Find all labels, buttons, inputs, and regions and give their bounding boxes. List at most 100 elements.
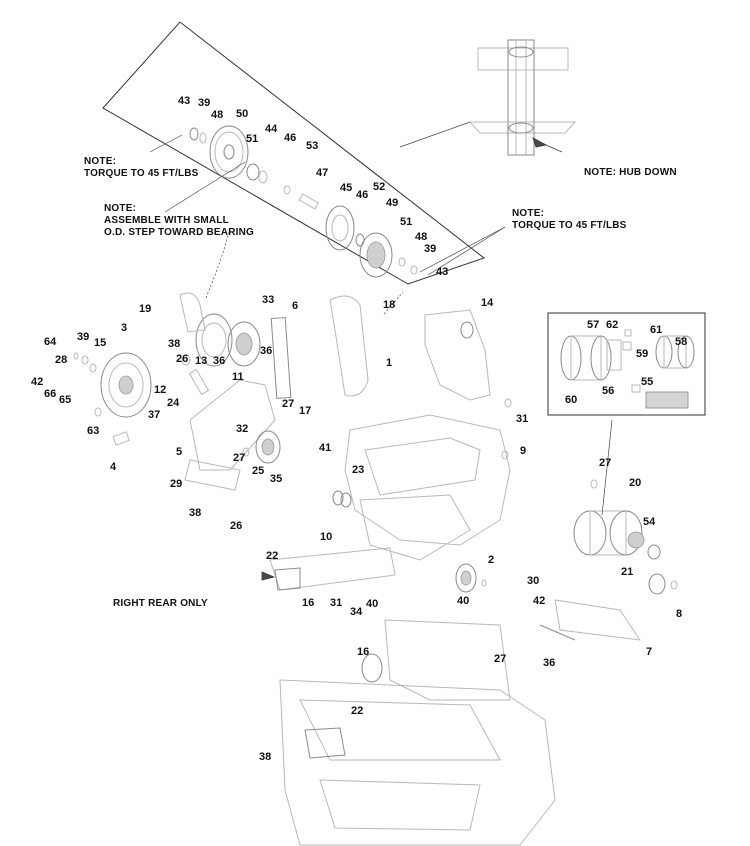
callout: 28 [55, 354, 67, 366]
callout: 56 [602, 385, 614, 397]
callout: 7 [646, 646, 652, 658]
callout: 54 [643, 516, 656, 528]
callout: 59 [636, 348, 648, 360]
callout: 22 [351, 705, 363, 717]
callout: 24 [167, 397, 180, 409]
callout: 35 [270, 473, 282, 485]
callout: 1 [386, 357, 392, 369]
note-heading: NOTE: [512, 208, 545, 219]
callout: 15 [94, 337, 106, 349]
callout: 8 [676, 608, 682, 620]
callout-labels: 43 39 48 50 51 44 46 53 47 45 46 52 49 5… [31, 95, 687, 763]
callout: 32 [236, 423, 248, 435]
note-text: TORQUE TO 45 FT/LBS [84, 168, 199, 179]
shaft-parts [189, 127, 418, 278]
callout: 23 [352, 464, 364, 476]
callout: 6 [292, 300, 298, 312]
note-heading: NOTE: [84, 156, 117, 167]
callout: 65 [59, 394, 71, 406]
callout: 58 [675, 336, 687, 348]
callout: 48 [415, 231, 427, 243]
callout: 36 [260, 345, 272, 357]
callout: 27 [282, 398, 294, 410]
callout: 2 [488, 554, 494, 566]
motor-21 [573, 419, 678, 595]
callout: 30 [527, 575, 539, 587]
callout: 36 [213, 355, 225, 367]
callout: 48 [211, 109, 223, 121]
callout: 57 [587, 319, 599, 331]
callout: 38 [189, 507, 201, 519]
callout: 13 [195, 355, 207, 367]
callout: 27 [233, 452, 245, 464]
hub-detail [468, 39, 577, 156]
callout: 40 [457, 595, 469, 607]
cable-assembly [539, 599, 642, 641]
motor-exploded-inset [547, 312, 706, 416]
note-text: ASSEMBLE WITH SMALL [104, 215, 229, 226]
callout: 4 [110, 461, 117, 473]
callout: 33 [262, 294, 274, 306]
note-assemble: NOTE: ASSEMBLE WITH SMALL O.D. STEP TOWA… [104, 203, 254, 239]
callout: 61 [650, 324, 662, 336]
callout: 47 [316, 167, 328, 179]
note-hub-down: NOTE: HUB DOWN [584, 167, 677, 178]
lower-frame-bar [261, 547, 396, 591]
note-text: O.D. STEP TOWARD BEARING [104, 227, 255, 238]
callout: 45 [340, 182, 352, 194]
callout: 62 [606, 319, 618, 331]
callout: 63 [87, 425, 99, 437]
callout: 25 [252, 465, 264, 477]
callout: 38 [259, 751, 271, 763]
callout: 16 [357, 646, 369, 658]
callout: 39 [198, 97, 210, 109]
pulley-50 [209, 125, 249, 179]
belt-guard [270, 295, 369, 399]
callout: 38 [168, 338, 180, 350]
note-leaders [149, 134, 563, 315]
callout: 27 [494, 653, 506, 665]
callout: 3 [121, 322, 127, 334]
callout: 27 [599, 457, 611, 469]
callout: 55 [641, 376, 653, 388]
callout: 43 [436, 266, 448, 278]
callout: 31 [516, 413, 528, 425]
callout: 19 [139, 303, 151, 315]
chassis-frame [279, 619, 556, 846]
callout: 12 [154, 384, 166, 396]
note-heading: NOTE: [104, 203, 137, 214]
callout: 43 [178, 95, 190, 107]
callout: 46 [356, 189, 368, 201]
callout: 46 [284, 132, 296, 144]
callout: 10 [320, 531, 332, 543]
note-torque-right: NOTE: TORQUE TO 45 FT/LBS [512, 208, 627, 232]
callout: 16 [302, 597, 314, 609]
callout: 42 [533, 595, 545, 607]
clutch-assembly [73, 352, 152, 446]
callout: 29 [170, 478, 182, 490]
engine-block [332, 414, 511, 561]
note-right-rear-only: RIGHT REAR ONLY [113, 598, 208, 609]
callout: 64 [44, 336, 57, 348]
callout: 53 [306, 140, 318, 152]
bracket-1 [424, 309, 512, 408]
callout: 20 [629, 477, 641, 489]
note-text: TORQUE TO 45 FT/LBS [512, 220, 627, 231]
callout: 50 [236, 108, 248, 120]
callout: 51 [246, 133, 258, 145]
callout: 36 [543, 657, 555, 669]
callout: 60 [565, 394, 577, 406]
callout: 17 [299, 405, 311, 417]
callout: 37 [148, 409, 160, 421]
callout: 21 [621, 566, 633, 578]
callout: 26 [230, 520, 242, 532]
callout: 14 [481, 297, 494, 309]
callout: 51 [400, 216, 412, 228]
callout: 22 [266, 550, 278, 562]
callout: 11 [232, 371, 244, 383]
note-torque-left: NOTE: TORQUE TO 45 FT/LBS [84, 156, 199, 180]
callout: 39 [424, 243, 436, 255]
pulley-40 [455, 563, 487, 593]
